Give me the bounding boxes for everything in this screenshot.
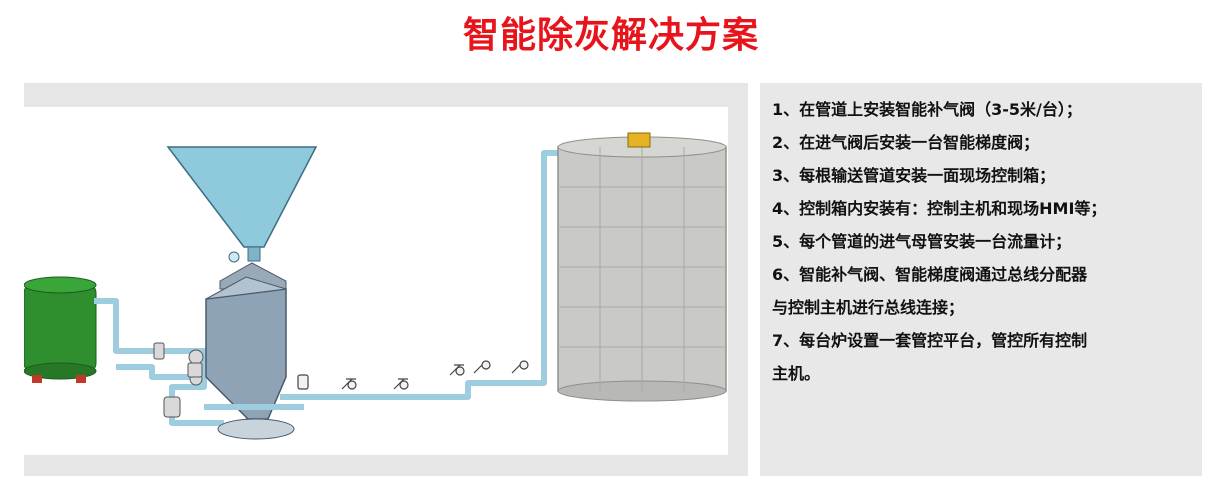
step-line: 4、控制箱内安装有：控制主机和现场HMI等； — [772, 199, 1107, 218]
page-title: 智能除灰解决方案 — [462, 15, 759, 56]
step-line: 1、在管道上安装智能补气阀（3-5米/台）； — [772, 100, 1082, 119]
diagram-panel — [23, 83, 748, 476]
step-line: 6、智能补气阀、智能梯度阀通过总线分配器 — [772, 265, 1088, 284]
ash-storage-silo — [557, 132, 727, 402]
inlet-valves — [153, 342, 204, 418]
system-diagram — [23, 107, 728, 455]
step-line: 2、在进气阀后安装一台智能梯度阀； — [772, 133, 1040, 152]
step-line: 主机。 — [772, 364, 821, 383]
feed-hopper — [166, 146, 318, 263]
step-line: 与控制主机进行总线连接； — [772, 298, 965, 317]
air-tank — [23, 276, 97, 383]
conveying-pipe — [204, 150, 564, 410]
step-line: 7、每台炉设置一套管控平台，管控所有控制 — [772, 331, 1088, 350]
silo-vessel — [205, 262, 295, 440]
step-line: 3、每根输送管道安装一面现场控制箱； — [772, 166, 1056, 185]
air-supplement-valves — [297, 360, 529, 390]
steps-list: 1、在管道上安装智能补气阀（3-5米/台）； 2、在进气阀后安装一台智能梯度阀；… — [772, 93, 1200, 390]
steps-panel: 1、在管道上安装智能补气阀（3-5米/台）； 2、在进气阀后安装一台智能梯度阀；… — [760, 83, 1202, 476]
step-line: 5、每个管道的进气母管安装一台流量计； — [772, 232, 1072, 251]
